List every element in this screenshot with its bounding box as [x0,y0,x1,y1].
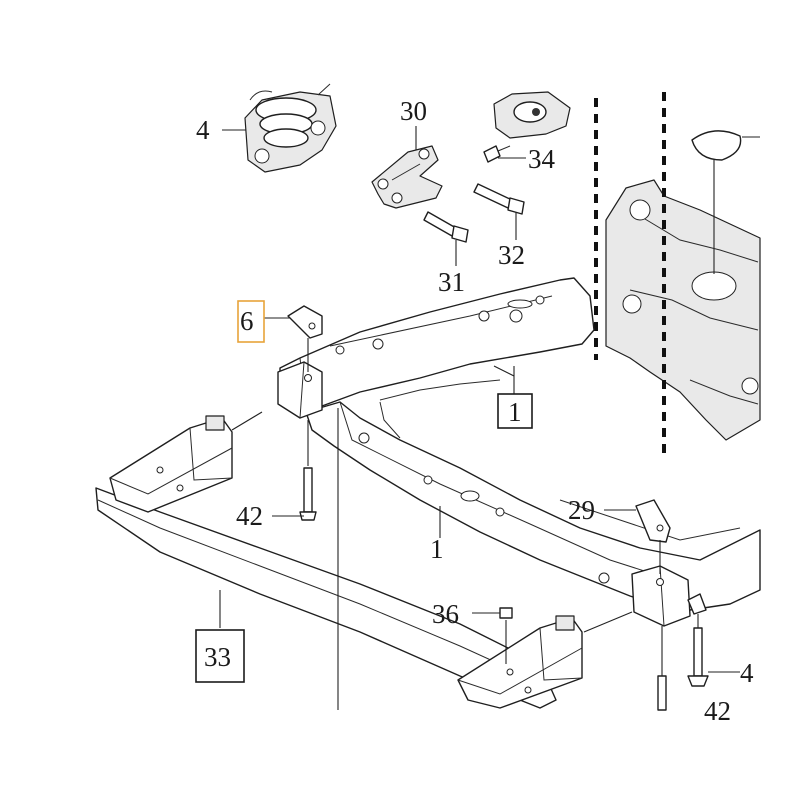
svg-text:29: 29 [568,495,595,525]
callout-29: 29 [568,495,595,525]
callout-4-right: 4 [740,658,754,688]
svg-text:36: 36 [432,599,459,629]
svg-text:31: 31 [438,267,465,297]
bolt-31-part [423,211,469,243]
svg-text:1: 1 [430,534,444,564]
callout-6: 6 [237,300,265,343]
callout-42-left: 42 [236,501,263,531]
callout-1-boxed: 1 [497,393,533,429]
front-subframe-part [277,277,761,627]
svg-text:32: 32 [498,240,525,270]
callout-42-bottom: 42 [704,696,731,726]
svg-text:42: 42 [704,696,731,726]
svg-text:1: 1 [508,397,522,427]
bolt-42-right-part [687,627,709,687]
leader-lines [219,126,740,710]
nut-36-part [499,607,513,619]
bracket-6-part [287,305,323,339]
engine-mount-part [244,83,337,173]
svg-text:4: 4 [740,658,754,688]
svg-text:42: 42 [236,501,263,531]
svg-text:6: 6 [240,306,254,336]
callout-32: 32 [498,240,525,270]
spring-seat-part [691,130,760,161]
upper-mount-bracket-part [493,91,571,139]
callout-33-boxed: 33 [195,629,245,683]
bumper-beam-part [95,415,583,709]
bracket-29-part [635,499,671,543]
svg-text:33: 33 [204,642,231,672]
callout-31: 31 [438,267,465,297]
svg-text:30: 30 [400,96,427,126]
svg-text:4: 4 [196,115,210,145]
callout-36: 36 [432,599,459,629]
callout-1-plain: 1 [430,534,444,564]
bolt-42-left-part [299,467,317,521]
svg-text:34: 34 [528,144,556,174]
torque-rod-bracket-part [371,145,443,209]
bolt-34-part [483,145,511,163]
callout-34: 34 [528,144,556,174]
bolt-42-bottom-part [657,675,667,711]
body-subframe-part [605,179,761,441]
callout-30: 30 [400,96,427,126]
callout-4-top: 4 [196,115,210,145]
bolt-32-part [473,183,525,215]
